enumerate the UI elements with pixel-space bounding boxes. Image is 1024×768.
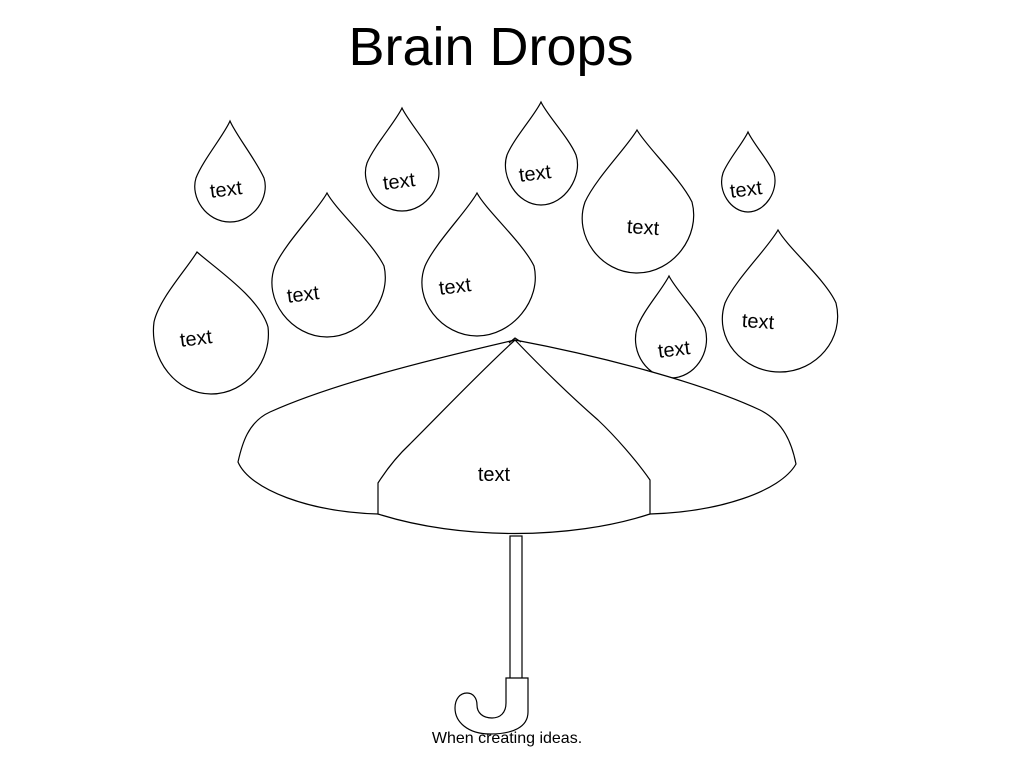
raindrop-label: text — [657, 337, 692, 363]
raindrop[interactable]: text — [581, 128, 695, 274]
raindrop[interactable]: text — [504, 100, 579, 206]
umbrella-tip — [508, 337, 522, 344]
raindrop-label: text — [179, 326, 214, 352]
page-title: Brain Drops — [348, 17, 634, 77]
umbrella-center-panel — [377, 339, 651, 535]
raindrop-label: text — [382, 169, 417, 195]
raindrop[interactable]: text — [152, 251, 269, 395]
raindrop-label: text — [209, 177, 244, 203]
raindrop[interactable]: text — [194, 119, 266, 223]
raindrop-label: text — [286, 282, 321, 308]
raindrop[interactable]: text — [421, 191, 536, 337]
raindrop[interactable]: text — [634, 274, 708, 379]
raindrop[interactable]: text — [271, 191, 386, 338]
raindrop-label: text — [626, 216, 660, 240]
raindrop-label: text — [518, 161, 553, 187]
raindrop[interactable]: text — [721, 130, 776, 213]
caption: When creating ideas. — [431, 730, 583, 747]
umbrella[interactable]: text — [237, 337, 797, 735]
raindrop-label: text — [729, 177, 764, 203]
umbrella-handle — [454, 677, 529, 735]
umbrella-label: text — [478, 464, 511, 486]
raindrop[interactable]: text — [721, 228, 839, 373]
raindrop-label: text — [438, 274, 473, 300]
umbrella-shaft — [509, 535, 523, 681]
raindrop-label: text — [741, 310, 775, 334]
raindrop[interactable]: text — [364, 106, 440, 212]
